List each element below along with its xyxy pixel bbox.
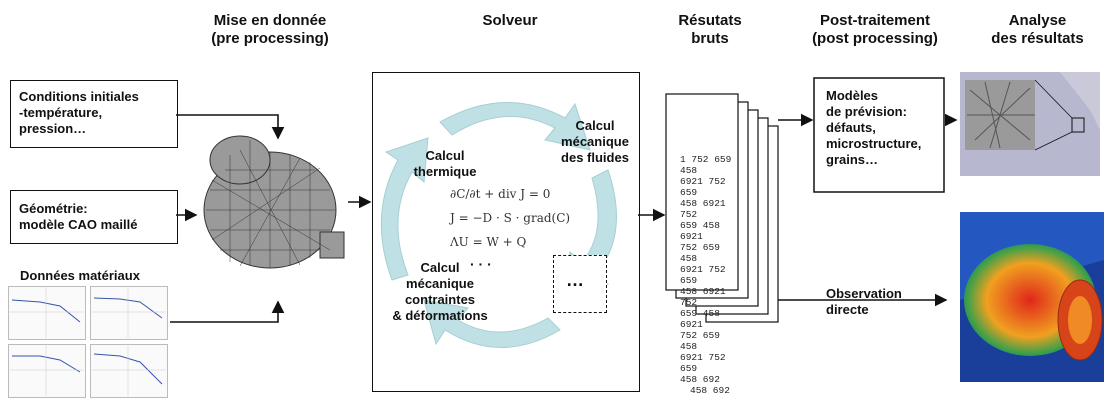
equation-2: J = −D · S · grad(C)	[448, 211, 570, 225]
microstructure-image	[960, 72, 1100, 176]
header-analysis: Analyse des résultats	[991, 12, 1084, 47]
raw-number-line: 6921 752 659	[680, 264, 726, 286]
solver-ellipsis-box: …	[553, 255, 607, 313]
header-post-processing: Post-traitement (post processing)	[812, 12, 938, 47]
header-solver: Solveur	[482, 12, 538, 29]
raw-number-line: 1 752 659 458	[680, 154, 732, 176]
solver-stress-label: Calcul mécanique contraintes & déformati…	[392, 260, 488, 323]
solver-ellipsis-text: …	[566, 270, 584, 290]
equation-1: ∂C/∂t + div J = 0	[450, 187, 550, 201]
header-pre-processing: Mise en donnée (pre processing)	[211, 12, 329, 47]
thermal-simulation-image	[960, 212, 1104, 382]
models-box	[813, 77, 945, 193]
raw-number-line: 6921 752 659	[680, 176, 726, 198]
arrow-materials-to-mesh	[170, 300, 285, 323]
raw-number-line: 458 6921 752	[680, 286, 726, 308]
raw-number-line: 458 692	[690, 385, 730, 396]
observation-text: Observation directe	[826, 286, 902, 317]
mesh-geometry	[203, 135, 345, 269]
raw-number-line: 458 6921 752	[680, 198, 726, 220]
geometry-box: Géométrie: modèle CAO maillé	[10, 190, 178, 244]
solver-dots: · · ·	[470, 256, 492, 272]
material-chart-3	[8, 344, 86, 398]
raw-number-line: 659 458 6921	[680, 308, 720, 330]
raw-number-line: 6921 752 659	[680, 352, 726, 374]
raw-number-line: 458 692	[680, 374, 720, 385]
header-raw-results: Résutats bruts	[678, 12, 742, 47]
models-text: Modèles de prévision: défauts, microstru…	[826, 88, 922, 167]
raw-numbers: 1 752 659 458 6921 752 659 458 6921 752 …	[680, 154, 742, 396]
solver-fluids-label: Calcul mécanique des fluides	[561, 118, 629, 165]
material-chart-4	[90, 344, 168, 398]
raw-results-pages	[665, 93, 779, 323]
initial-conditions-text: Conditions initiales -température, press…	[19, 89, 139, 136]
materials-label: Données matériaux	[20, 268, 140, 283]
equation-3: ΛU = W + Q	[449, 235, 526, 249]
raw-number-line: 659 458 6921	[680, 220, 720, 242]
raw-number-line: 752 659 458	[680, 242, 720, 264]
raw-number-line: 752 659 458	[680, 330, 720, 352]
geometry-text: Géométrie: modèle CAO maillé	[19, 201, 138, 232]
material-chart-1	[8, 286, 86, 340]
initial-conditions-box: Conditions initiales -température, press…	[10, 80, 178, 148]
arrow-initial-to-mesh	[176, 114, 285, 140]
solver-thermal-label: Calcul thermique	[413, 148, 477, 179]
material-curves	[11, 297, 163, 385]
